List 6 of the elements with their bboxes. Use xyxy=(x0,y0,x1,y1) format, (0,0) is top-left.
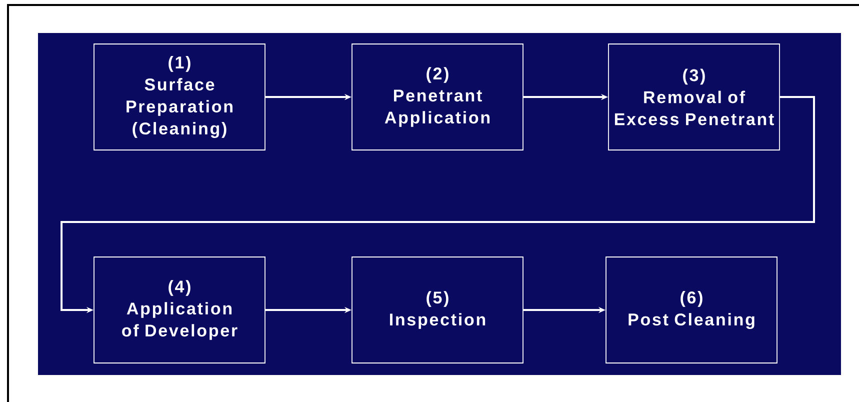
process-box: (3) Removal of Excess Penetrant xyxy=(608,44,780,150)
process-box: (6) Post Cleaning xyxy=(606,256,778,364)
process-box: (2) Penetrant Application xyxy=(352,44,524,150)
process-box: (1) Surface Preparation (Cleaning) xyxy=(94,44,266,150)
process-box: (4) Application of Developer xyxy=(94,256,266,364)
process-box: (5) Inspection xyxy=(352,256,524,364)
